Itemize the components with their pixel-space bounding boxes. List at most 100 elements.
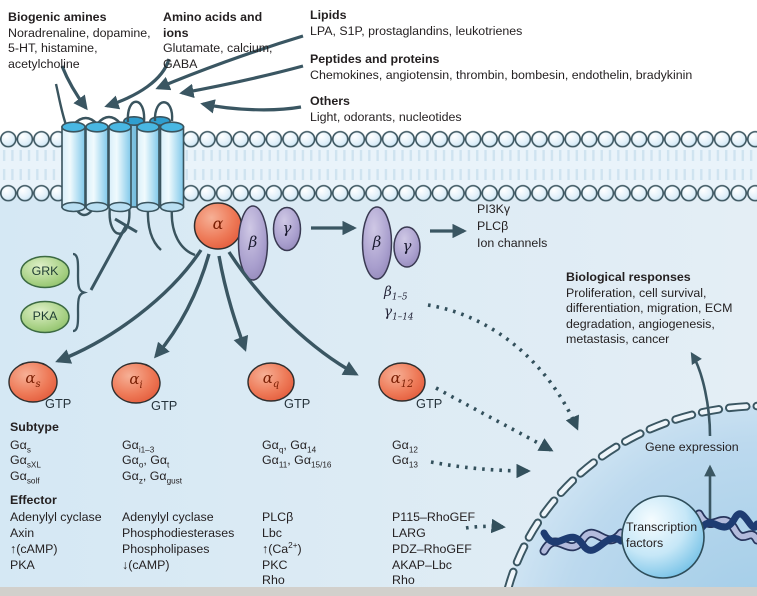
- gpcr-receptor: [54, 83, 196, 257]
- receptor-front-helices: [61, 121, 185, 213]
- transcription-factors-label: Transcription factors: [626, 520, 698, 550]
- g-beta-label: β: [248, 233, 258, 251]
- betagamma-effector: PLCβ: [477, 219, 509, 233]
- subtype-item: Gα11, Gα15/16: [262, 453, 332, 470]
- ligand-title: Peptides and proteins: [310, 52, 440, 66]
- free-gamma-subunit: [393, 226, 421, 268]
- ligand-title: Amino acids and ions: [163, 10, 263, 40]
- effector-item: AKAP–Lbc: [392, 558, 452, 572]
- free-beta-gamma-dimer: [361, 206, 421, 280]
- subtype-item: Gαs: [10, 438, 31, 455]
- arrow-to-alpha-i: [154, 253, 211, 359]
- effector-item: ↓(cAMP): [122, 558, 170, 572]
- galpha-q-ellipse: [247, 362, 295, 402]
- g-protein-trimer: [193, 202, 302, 281]
- gene-expression-to-responses-arrow: [690, 352, 712, 437]
- peptides-arrow: [179, 64, 304, 98]
- g-gamma-label: γ: [282, 219, 292, 237]
- ligand-items: LPA, S1P, prostaglandins, leukotrienes: [310, 23, 523, 38]
- inhibition-tbar: [89, 217, 138, 291]
- arrow-to-alpha-12: [227, 251, 359, 376]
- effector-item: ↑(cAMP): [10, 542, 58, 556]
- effector-item: Lbc: [262, 526, 282, 540]
- others-arrow: [200, 99, 302, 114]
- alpha-q-label: αq: [262, 369, 280, 390]
- pka-ellipse: [20, 300, 70, 334]
- effector-item: LARG: [392, 526, 426, 540]
- activation-arrows: [55, 249, 359, 376]
- grk-ellipse: [20, 255, 70, 289]
- effector-item: PLCβ: [262, 510, 294, 524]
- subtype-item: GαsXL: [10, 453, 41, 470]
- betagamma-arrows: [311, 220, 467, 239]
- effector-item: Phospholipases: [122, 542, 210, 556]
- free-beta-subunit: [361, 206, 393, 280]
- transcription-factor-circle: [621, 495, 705, 579]
- effector-item: Phosphodiesterases: [122, 526, 235, 540]
- gtp-tag: GTP: [416, 396, 443, 411]
- grk-label: GRK: [31, 264, 59, 278]
- figure-bottom-strip: [0, 587, 757, 596]
- ligand-arrows: [60, 34, 304, 114]
- beta-subunit-range: β1–5: [384, 284, 408, 303]
- pka-label: PKA: [32, 309, 58, 323]
- gtp-tag: GTP: [151, 398, 178, 413]
- galpha-12-ellipse: [378, 362, 426, 402]
- receptor-loops: [54, 83, 196, 257]
- galpha1213-to-nucleus-arrow: [430, 460, 531, 479]
- gene-expression-arrows: [690, 352, 716, 528]
- dna-helix-icon: [539, 509, 757, 556]
- lipids-arrow: [155, 34, 304, 91]
- alpha-i-label: αi: [129, 370, 143, 391]
- subtype-item: Gαsolf: [10, 469, 40, 486]
- g-alpha-label: α: [212, 214, 224, 233]
- regulator-enzymes: [20, 217, 138, 334]
- effector-item: ↑(Ca2+): [262, 540, 302, 556]
- ligand-group-others: Others Light, odorants, nucleotides: [310, 94, 610, 125]
- effector-item: PDZ–RhoGEF: [392, 542, 472, 556]
- free-gamma-label: γ: [402, 237, 412, 255]
- effector-item: Adenylyl cyclase: [122, 510, 214, 524]
- subtype-item: Gαi1–3: [122, 438, 155, 455]
- gtp-tag: GTP: [45, 396, 72, 411]
- dotted-arrows: [427, 303, 579, 534]
- gamma-subunit-range: γ1–14: [384, 304, 414, 323]
- amino-acids-arrow: [104, 58, 171, 110]
- biogenic-amines-arrow: [60, 65, 88, 111]
- ligand-title: Others: [310, 94, 350, 108]
- effector-item: Rho: [262, 573, 285, 587]
- subtype-item: Gαz, Gαgust: [122, 469, 183, 486]
- gene-expression-label: Gene expression: [645, 440, 739, 454]
- ligand-group-peptides: Peptides and proteins Chemokines, angiot…: [310, 52, 755, 83]
- ligand-group-biogenic-amines: Biogenic amines Noradrenaline, dopamine,…: [8, 10, 164, 72]
- effector-heading: Effector: [10, 493, 57, 507]
- ligand-items: Chemokines, angiotensin, thrombin, bombe…: [310, 67, 693, 82]
- ligand-title: Lipids: [310, 8, 347, 22]
- subtype-heading: Subtype: [10, 420, 59, 434]
- effector-item: PKA: [10, 558, 35, 572]
- ligand-title: Biogenic amines: [8, 10, 107, 24]
- g-beta-subunit: [237, 205, 269, 281]
- brace: [72, 252, 88, 333]
- galpha-i-ellipse: [111, 362, 161, 404]
- galpha-s-ellipse: [8, 361, 58, 403]
- betagamma-effector: PI3Kγ: [477, 202, 511, 216]
- effector-item: PKC: [262, 558, 288, 572]
- biological-responses-title: Biological responses: [566, 270, 691, 284]
- ligand-items: Glutamate, calcium, GABA: [163, 41, 273, 71]
- subtype-item: Gα13: [392, 453, 418, 470]
- effector-item: Rho: [392, 573, 415, 587]
- biological-responses: Biological responses Proliferation, cell…: [566, 270, 757, 348]
- free-beta-label: β: [372, 233, 382, 251]
- ligand-items: Light, odorants, nucleotides: [310, 109, 462, 124]
- g-gamma-subunit: [272, 206, 302, 252]
- ligand-items: Noradrenaline, dopamine, 5-HT, histamine…: [8, 25, 151, 71]
- subtype-item: Gα12: [392, 438, 418, 455]
- betagamma-effector: Ion channels: [477, 236, 548, 250]
- arrow-to-alpha-s: [55, 249, 203, 364]
- subtype-item: Gαq, Gα14: [262, 438, 317, 455]
- g-alpha-family: [8, 361, 426, 404]
- rhogef-to-nucleus-arrow: [465, 518, 506, 534]
